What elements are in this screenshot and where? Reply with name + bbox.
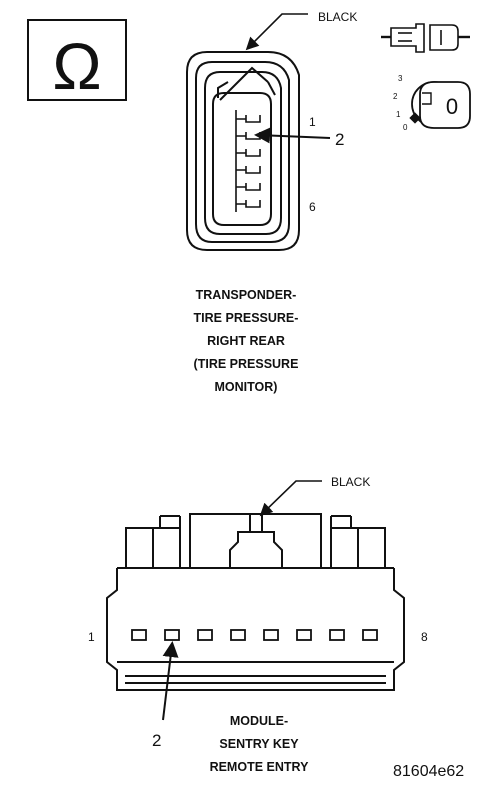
- caption-line: TIRE PRESSURE-: [193, 311, 299, 325]
- ignition-position-2: 2: [393, 92, 398, 101]
- callout-number-top: 2: [335, 130, 344, 149]
- ohmmeter-icon: Ω: [27, 19, 127, 103]
- ohm-symbol: Ω: [52, 29, 101, 103]
- pin-cavity: [236, 183, 261, 191]
- ignition-position-3: 3: [398, 74, 403, 83]
- caption-line: TRANSPONDER-: [195, 288, 297, 302]
- pin-label-6-top: 6: [309, 200, 316, 214]
- pin-cavity: [131, 629, 147, 641]
- figure-id: 81604e62: [393, 763, 465, 780]
- pin-cavity: [236, 166, 261, 174]
- caption-line: MODULE-: [229, 714, 289, 728]
- pin-label-1-bottom: 1: [88, 630, 95, 644]
- black-leader-line-top: [245, 13, 308, 51]
- callout-number-bottom: 2: [152, 731, 161, 750]
- pin-cavity: [230, 629, 246, 641]
- top-connector-annotations: BLACK 1 6 2: [245, 10, 357, 214]
- pin-cavity: [362, 629, 378, 641]
- top-connector-caption: TRANSPONDER- TIRE PRESSURE- RIGHT REAR (…: [136, 284, 356, 399]
- caption-line: (TIRE PRESSURE: [193, 357, 299, 371]
- pin-cavity: [236, 115, 261, 123]
- caption-line: RIGHT REAR: [207, 334, 285, 348]
- pin-cavity: [329, 629, 345, 641]
- color-label-bottom: BLACK: [331, 475, 370, 489]
- ignition-key-icon: 3 2 1 0 0: [393, 74, 471, 132]
- pin-cavity: [197, 629, 213, 641]
- pin-label-1-top: 1: [309, 115, 316, 129]
- pin-label-8-bottom: 8: [421, 630, 428, 644]
- pin-cavity: [236, 200, 261, 208]
- caption-line: SENTRY KEY: [219, 737, 299, 751]
- bottom-connector-annotations: BLACK 1 8 2: [88, 475, 428, 750]
- bottom-connector-pins: [131, 629, 378, 641]
- disconnected-connector-icon: [381, 23, 470, 53]
- pin-cavity: [236, 149, 261, 157]
- bottom-connector: [106, 513, 405, 691]
- pin-cavity: [296, 629, 312, 641]
- pin-cavity: [263, 629, 279, 641]
- caption-line: MONITOR): [214, 380, 278, 394]
- color-label-top: BLACK: [318, 10, 357, 24]
- pin-cavity: [236, 132, 261, 140]
- caption-line: REMOTE ENTRY: [209, 760, 309, 774]
- bottom-connector-caption: MODULE- SENTRY KEY REMOTE ENTRY: [149, 710, 369, 779]
- ignition-position-0: 0: [403, 123, 408, 132]
- black-leader-line-bottom: [259, 480, 322, 517]
- top-connector: [186, 51, 300, 251]
- callout-arrow-top: [254, 127, 331, 144]
- callout-arrow-bottom: [162, 641, 179, 721]
- pin-cavity: [164, 629, 180, 641]
- ignition-position-1: 1: [396, 110, 401, 119]
- key-symbol: 0: [446, 94, 458, 119]
- top-connector-pins: [235, 110, 261, 212]
